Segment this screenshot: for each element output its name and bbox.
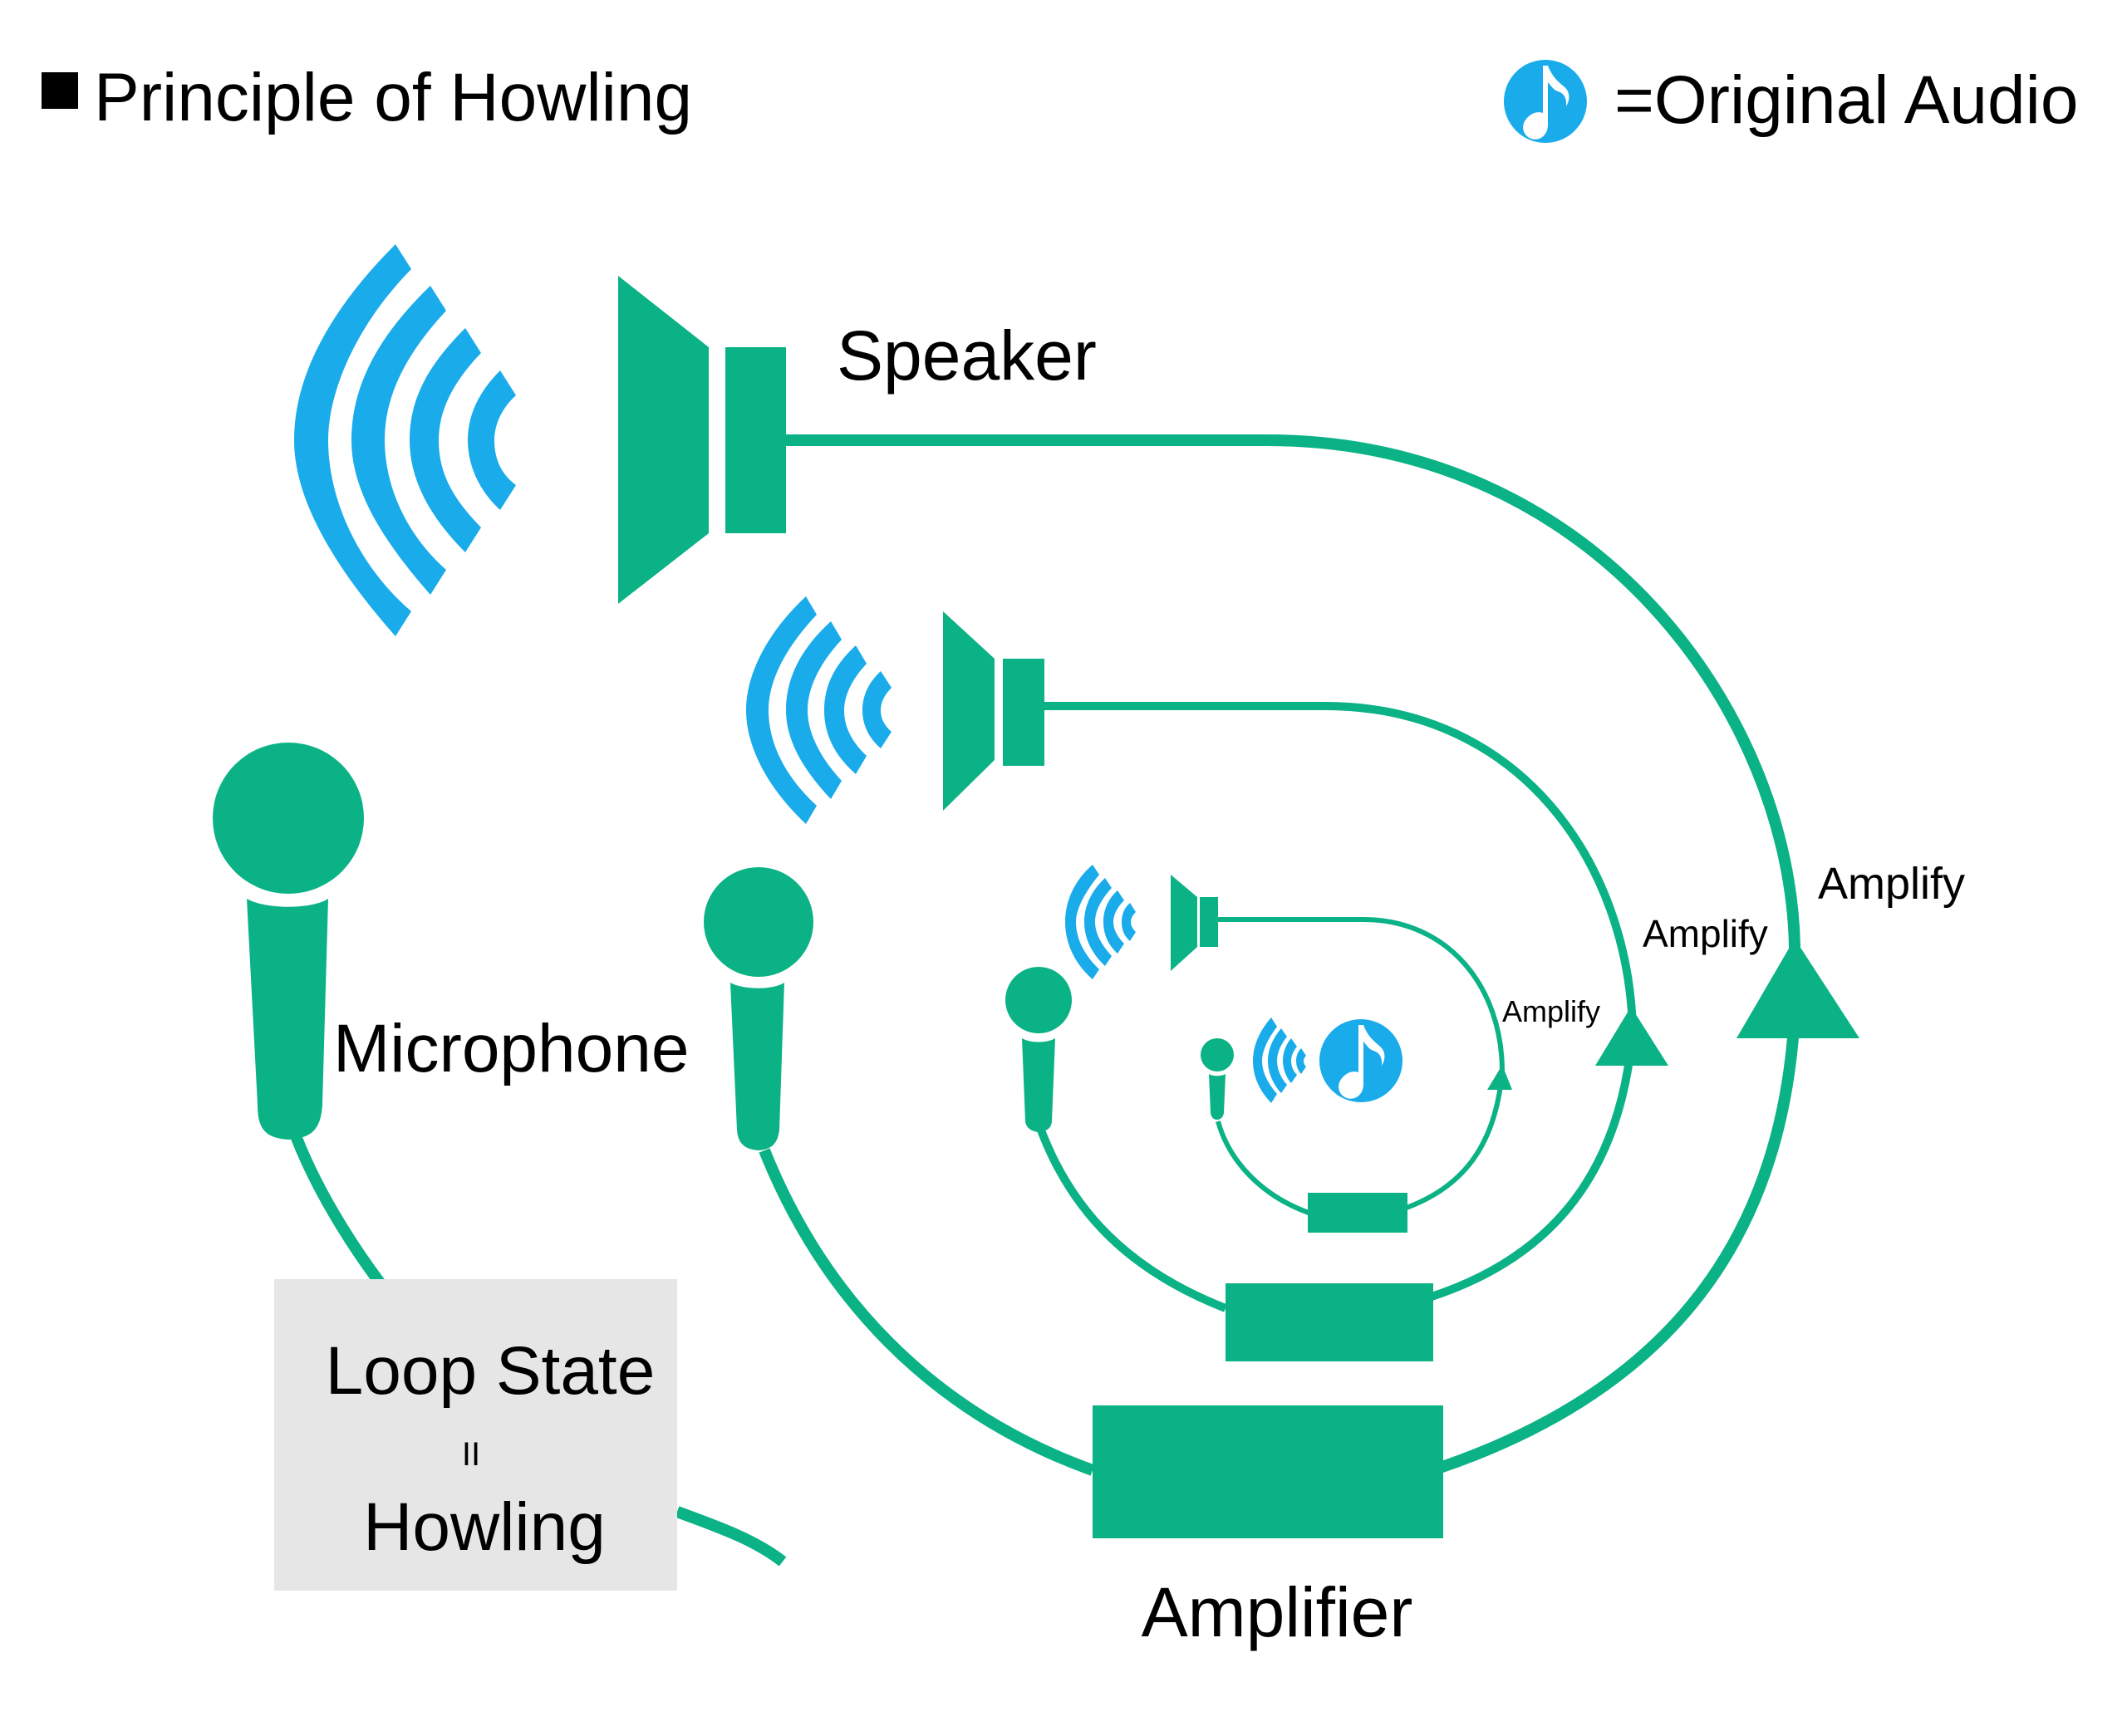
- outer-mic-cable: [289, 1131, 387, 1290]
- title-bullet-icon: [42, 72, 78, 109]
- inner-loop-wire-left: [1216, 1121, 1310, 1215]
- amplifier-box-medium: [1226, 1283, 1433, 1361]
- amplify-arrow-medium: [1595, 1007, 1668, 1066]
- amplify-arrow-large: [1736, 939, 1859, 1038]
- speaker-icon-small: [1171, 875, 1218, 971]
- microphone-icon-large: [213, 743, 364, 1140]
- sound-waves-medium: [746, 596, 892, 824]
- page-title: Principle of Howling: [94, 60, 692, 135]
- music-note-icon: [1504, 60, 1587, 143]
- amplify-label-small: Amplify: [1502, 994, 1600, 1028]
- legend-label: =Original Audio: [1614, 62, 2078, 138]
- loop-state-line3: Howling: [363, 1489, 606, 1565]
- loop-state-equals: II: [462, 1436, 480, 1473]
- amplify-arrow-small: [1487, 1065, 1512, 1090]
- middle-loop-wire: [1043, 702, 1638, 1302]
- loop-state-box: [274, 1279, 677, 1591]
- microphone-label: Microphone: [333, 1011, 689, 1086]
- original-audio-icon: [1319, 1019, 1402, 1102]
- speaker-icon-medium: [943, 611, 1044, 811]
- amplifier-box-large: [1093, 1405, 1443, 1538]
- loop-state-line1: Loop State: [326, 1333, 656, 1409]
- outer-loop-wire-left: [759, 1148, 1095, 1476]
- inner-loop-wire: [1218, 917, 1506, 1211]
- sound-waves-tiny: [1253, 1018, 1306, 1103]
- amplify-label-medium: Amplify: [1643, 912, 1768, 955]
- middle-loop-wire-left: [1036, 1126, 1227, 1312]
- microphone-icon-medium: [704, 867, 813, 1150]
- sound-waves-large: [294, 244, 516, 636]
- amplifier-box-small: [1308, 1193, 1407, 1233]
- speaker-icon-large: [618, 276, 786, 604]
- microphone-icon-small: [1005, 967, 1072, 1132]
- outer-mic-cable-tail: [675, 1506, 787, 1567]
- outer-loop-wire: [785, 434, 1800, 1474]
- speaker-label: Speaker: [837, 316, 1097, 395]
- sound-waves-small: [1065, 865, 1136, 979]
- microphone-icon-tiny: [1201, 1038, 1234, 1120]
- amplifier-label: Amplifier: [1142, 1573, 1413, 1651]
- amplify-label-large: Amplify: [1818, 859, 1965, 909]
